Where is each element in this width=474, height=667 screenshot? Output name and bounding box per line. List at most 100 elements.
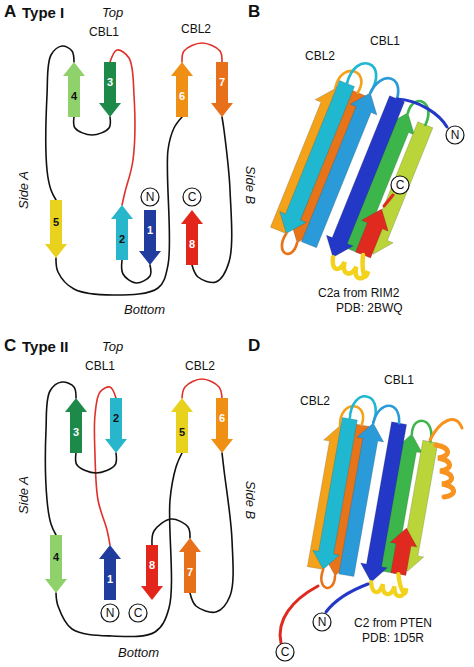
n-terminal-tail bbox=[397, 99, 447, 127]
terminus-ring-outline bbox=[183, 188, 201, 206]
strand-number: 4 bbox=[71, 91, 77, 102]
terminus-circle: N bbox=[140, 187, 160, 207]
strand-loop bbox=[122, 260, 151, 283]
strand-arrow-body bbox=[105, 398, 127, 453]
type-title: Type I bbox=[22, 4, 64, 21]
strand-arrow-body bbox=[63, 62, 85, 117]
face-label: Top bbox=[102, 340, 123, 355]
strand-number: 2 bbox=[119, 234, 125, 245]
strand-arrow-shape bbox=[171, 62, 193, 117]
terminus-letter: C bbox=[281, 646, 290, 658]
panel-letter: D bbox=[248, 336, 260, 356]
face-label: Side B bbox=[243, 481, 258, 519]
terminus-letter: C bbox=[396, 179, 405, 191]
beta-strand-arrow: 3 bbox=[99, 62, 121, 117]
strand-number: 8 bbox=[189, 239, 195, 250]
terminus-letter: C bbox=[134, 607, 143, 619]
terminus-circle: C bbox=[182, 187, 202, 207]
beta-strand-arrow: 5 bbox=[45, 200, 67, 258]
loop-label: CBL1 bbox=[384, 374, 414, 388]
strand-number: 7 bbox=[187, 567, 193, 578]
beta-strand-arrow: 5 bbox=[171, 398, 193, 453]
strand-number: 6 bbox=[179, 91, 185, 102]
panel-letter: B bbox=[248, 2, 260, 22]
strand-arrow-body bbox=[211, 398, 233, 453]
strand-number: 4 bbox=[53, 552, 59, 563]
strand-arrow-body bbox=[99, 545, 121, 600]
pten-c2-ribbon bbox=[298, 390, 449, 603]
strand-arrow-shape bbox=[211, 62, 233, 117]
strand-loop bbox=[74, 117, 111, 135]
strand-loop bbox=[190, 453, 233, 612]
strand-arrow-shape bbox=[45, 200, 67, 258]
structure-caption: PDB: 1D5R bbox=[362, 632, 424, 646]
loop-label: CBL2 bbox=[180, 23, 212, 37]
strand-arrow-shape bbox=[141, 545, 163, 600]
structure-caption: PDB: 2BWQ bbox=[336, 302, 403, 316]
strand-number: 3 bbox=[73, 427, 79, 438]
terminus-ring-outline bbox=[129, 604, 147, 622]
terminus-ring-outline bbox=[141, 188, 159, 206]
strand-number: 2 bbox=[113, 413, 119, 424]
helix-ribbon bbox=[436, 445, 454, 497]
strand-number: 1 bbox=[147, 225, 153, 236]
terminus-circle: N bbox=[312, 612, 332, 632]
strand-number: 5 bbox=[53, 217, 59, 228]
beta-strand-arrow: 7 bbox=[211, 62, 233, 117]
strand-arrow-shape bbox=[99, 545, 121, 600]
strand-arrow-body bbox=[45, 200, 67, 258]
strand-loop bbox=[152, 519, 190, 545]
strand-arrow-shape bbox=[63, 62, 85, 117]
strand-arrow-body bbox=[171, 398, 193, 453]
structure-caption: C2a from RIM2 bbox=[318, 287, 399, 301]
strand-arrow-body bbox=[171, 62, 193, 117]
beta-strand-arrow: 6 bbox=[211, 398, 233, 453]
rim2-c2a-ribbon bbox=[258, 50, 452, 289]
strand-arrow-body bbox=[65, 398, 87, 453]
beta-strand-arrow: 1 bbox=[99, 545, 121, 600]
terminus-ring-outline bbox=[391, 176, 409, 194]
strand-number: 8 bbox=[149, 560, 155, 571]
strand-arrow-body bbox=[45, 535, 67, 593]
strand-loop bbox=[56, 117, 182, 295]
loop-label: CBL2 bbox=[305, 50, 335, 64]
beta-strand-arrow: 3 bbox=[65, 398, 87, 453]
strand-number: 3 bbox=[107, 77, 113, 88]
beta-strand-arrow: 2 bbox=[105, 398, 127, 453]
loop-ribbon bbox=[430, 419, 462, 440]
strand-arrow-body bbox=[181, 210, 203, 265]
beta-strand-arrow: 2 bbox=[111, 205, 133, 260]
strand-arrow-shape bbox=[171, 398, 193, 453]
beta-strand-arrow: 4 bbox=[63, 62, 85, 117]
strand-arrow-shape bbox=[111, 205, 133, 260]
strand-arrow-shape bbox=[65, 398, 87, 453]
terminus-letter: N bbox=[318, 616, 327, 628]
strand-arrow-shape bbox=[45, 535, 67, 593]
face-label: Bottom bbox=[124, 303, 165, 318]
face-label: Side B bbox=[243, 166, 258, 204]
beta-strand-arrow: 6 bbox=[171, 62, 193, 117]
terminus-circle: C bbox=[128, 603, 148, 623]
strand-number: 6 bbox=[219, 413, 225, 424]
type-title: Type II bbox=[22, 338, 68, 355]
terminus-ring-outline bbox=[313, 613, 331, 631]
terminus-circle: C bbox=[275, 642, 295, 662]
face-label: Top bbox=[102, 6, 123, 21]
cbl-loop bbox=[182, 43, 222, 62]
strand-arrow-shape bbox=[181, 210, 203, 265]
strand-number: 1 bbox=[107, 574, 113, 585]
loop-label: CBL2 bbox=[184, 360, 216, 374]
beta-strand-arrow: 1 bbox=[139, 210, 161, 265]
loop-label: CBL1 bbox=[370, 35, 400, 49]
beta-strand-arrow: 4 bbox=[45, 535, 67, 593]
strand-arrow-body bbox=[139, 210, 161, 265]
loop-label: CBL2 bbox=[300, 395, 330, 409]
strand-number: 7 bbox=[219, 77, 225, 88]
terminus-letter: N bbox=[146, 191, 155, 203]
strand-loop bbox=[76, 453, 117, 473]
beta-strand-arrow: 7 bbox=[179, 538, 201, 593]
strand-arrow-body bbox=[179, 538, 201, 593]
strand-number: 5 bbox=[179, 427, 185, 438]
strand-arrow-shape bbox=[105, 398, 127, 453]
